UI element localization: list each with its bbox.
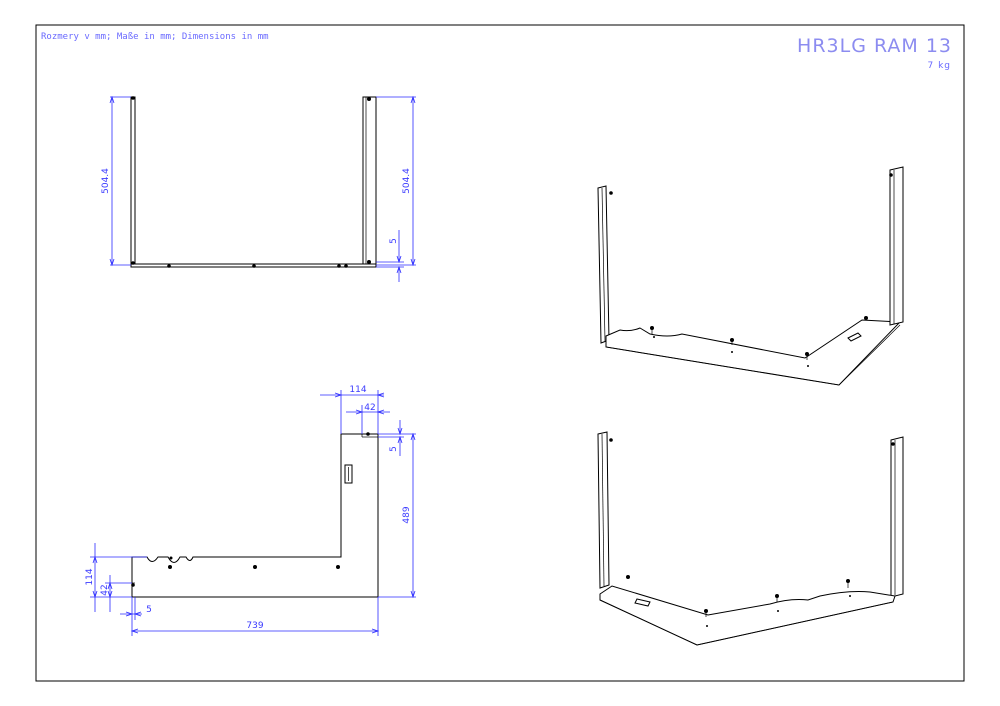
dim-top-width: 114 [349, 385, 366, 395]
front-view: 504.4 504.4 5 [101, 95, 416, 282]
base-plate-iso-2 [599, 585, 896, 646]
left-upright [130, 96, 136, 266]
weight-label: 7 kg [927, 61, 951, 71]
dim-overall-length: 739 [246, 621, 263, 631]
dim-top-inner: 42 [364, 403, 375, 413]
right-upright [362, 96, 377, 266]
drawing-title: HR3LG RAM 13 [797, 35, 952, 57]
dim-top-offset: 5 [389, 446, 399, 452]
dim-left-width: 114 [85, 568, 95, 585]
top-view: 114 42 5 489 114 42 [85, 385, 416, 636]
base-plate-iso [605, 319, 902, 386]
isometric-view-lower [597, 431, 904, 646]
sheet-border [35, 24, 965, 682]
dim-front-offset: 5 [389, 238, 399, 244]
dim-left-inner: 42 [100, 584, 110, 595]
l-plate [131, 433, 379, 598]
dim-front-right-height: 504.4 [402, 168, 412, 194]
units-note: Rozmery v mm; Maße in mm; Dimensions in … [41, 32, 269, 42]
dim-front-left-height: 504.4 [101, 168, 111, 194]
dim-right-leg-length: 489 [402, 506, 412, 523]
isometric-view-upper [597, 166, 904, 386]
dim-bottom-offset: 5 [146, 605, 152, 615]
